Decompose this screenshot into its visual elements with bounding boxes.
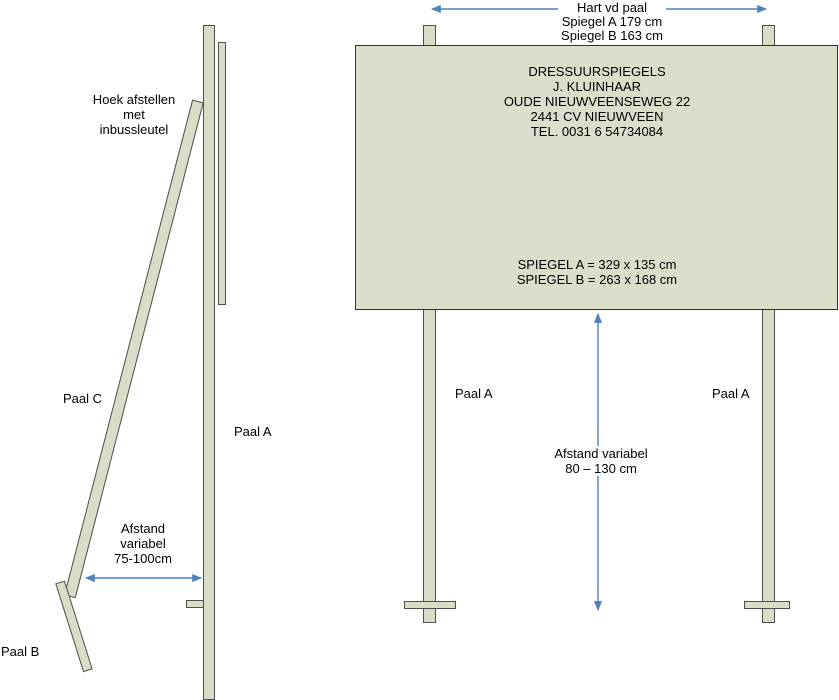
mirror-address-line4: 2441 CV NIEUWVEEN (530, 109, 664, 124)
mirror-address-line3: OUDE NIEUWVEENSEWEG 22 (503, 94, 691, 109)
front-right-paal-a-label: Paal A (712, 386, 750, 401)
mirror-size-text: SPIEGEL A = 329 x 135 cm SPIEGEL B = 263… (517, 257, 677, 287)
mirror-address-line5: TEL. 0031 6 54734084 (530, 124, 664, 139)
hoek-afstellen-line2: met (123, 107, 145, 122)
side-afstand-line3: 75-100cm (114, 551, 172, 566)
hoek-afstellen-line3: inbussleutel (99, 122, 169, 137)
side-mirror-edge (218, 42, 226, 305)
side-paal-a-pole (203, 25, 215, 700)
mirror-panel (355, 45, 838, 310)
mirror-address-line1: DRESSUURSPIEGELS (528, 64, 666, 79)
front-right-crossbar (744, 601, 790, 609)
mirror-size-a: SPIEGEL A = 329 x 135 cm (517, 257, 677, 272)
hoek-afstellen-label: Hoek afstellen met inbussleutel (93, 92, 175, 137)
side-afstand-label: Afstand variabel 75-100cm (114, 521, 172, 566)
paal-b-label: Paal B (1, 644, 40, 659)
front-afstand-line2: 80 – 130 cm (565, 461, 637, 476)
top-measure-line1: Hart vd paal (576, 0, 648, 15)
hoek-afstellen-line1: Hoek afstellen (92, 92, 176, 107)
top-measure-line3: Spiegel B 163 cm (561, 28, 663, 43)
front-afstand-line1: Afstand variabel (554, 446, 648, 461)
paal-c-label: Paal C (63, 391, 103, 406)
mirror-address-text: DRESSUURSPIEGELS J. KLUINHAAR OUDE NIEUW… (504, 64, 690, 139)
front-afstand-label: Afstand variabel 80 – 130 cm (551, 446, 651, 476)
side-pole-bracket (186, 600, 204, 608)
mirror-address-line2: J. KLUINHAAR (552, 79, 642, 94)
front-left-crossbar (404, 601, 456, 609)
mirror-size-b: SPIEGEL B = 263 x 168 cm (516, 272, 678, 287)
top-measure-line2: Spiegel A 179 cm (561, 14, 663, 29)
side-afstand-line2: variabel (120, 536, 166, 551)
side-afstand-line1: Afstand (120, 521, 166, 536)
side-paal-a-label: Paal A (234, 424, 272, 439)
top-measure-label: Hart vd paal Spiegel A 179 cm Spiegel B … (558, 1, 666, 43)
front-left-paal-a-label: Paal A (455, 386, 493, 401)
